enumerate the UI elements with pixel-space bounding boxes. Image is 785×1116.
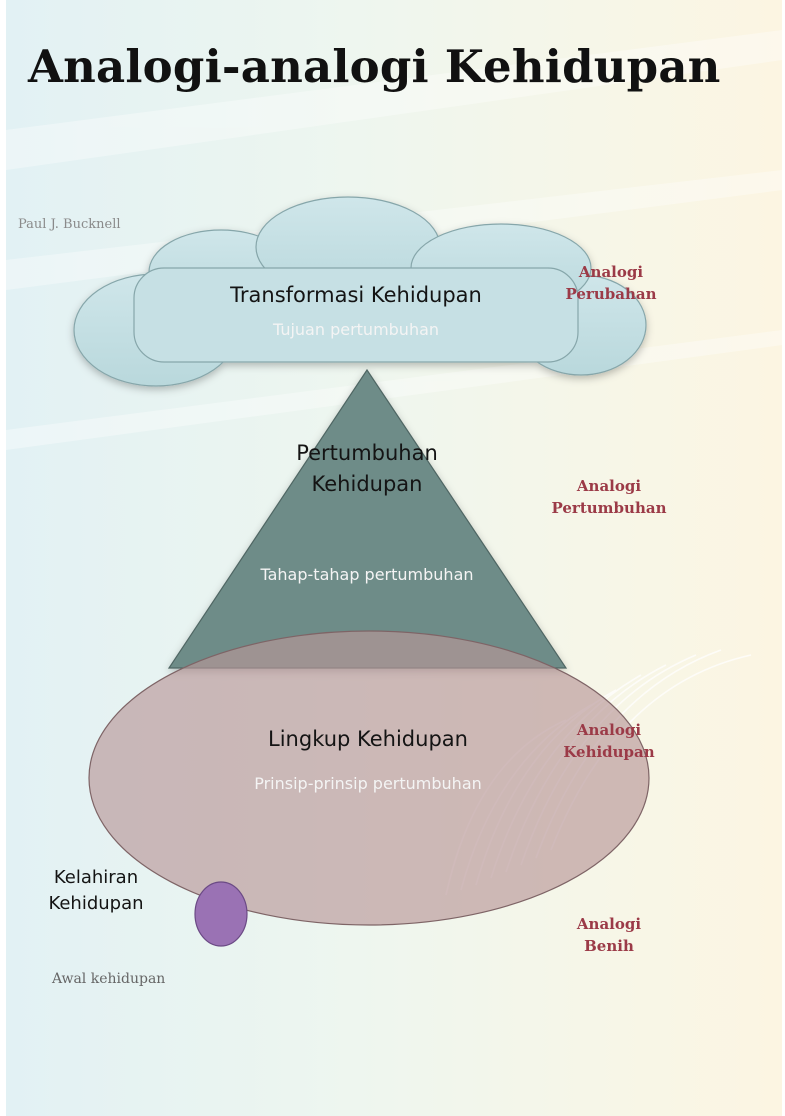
oval-analogy-label: Analogi Kehidupan	[563, 721, 655, 761]
cloud-subtitle: Tujuan pertumbuhan	[272, 320, 440, 339]
oval-shape	[88, 630, 650, 926]
cloud-shape	[73, 196, 647, 387]
diagram-canvas	[6, 30, 782, 947]
seed-title: Kelahiran Kehidupan	[48, 867, 144, 914]
oval-title: Lingkup Kehidupan	[268, 727, 468, 751]
seed-shape	[194, 881, 248, 947]
oval-subtitle: Prinsip-prinsip pertumbuhan	[254, 774, 482, 793]
poster-background: Analogi-analogi Kehidupan Paul J. Buckne…	[6, 0, 782, 1116]
cloud-title: Transformasi Kehidupan	[230, 283, 482, 307]
seed-subtitle: Awal kehidupan	[52, 971, 166, 987]
page-title: Analogi-analogi Kehidupan	[28, 40, 721, 93]
pyramid-subtitle: Tahap-tahap pertumbuhan	[260, 565, 474, 584]
seed-analogy-label: Analogi Benih	[576, 915, 642, 955]
pyramid-analogy-label: Analogi Pertumbuhan	[551, 477, 667, 517]
author-name: Paul J. Bucknell	[18, 217, 121, 232]
cloud-analogy-label: Analogi Perubahan	[565, 263, 657, 303]
pyramid-title: Pertumbuhan Kehidupan	[296, 441, 438, 496]
